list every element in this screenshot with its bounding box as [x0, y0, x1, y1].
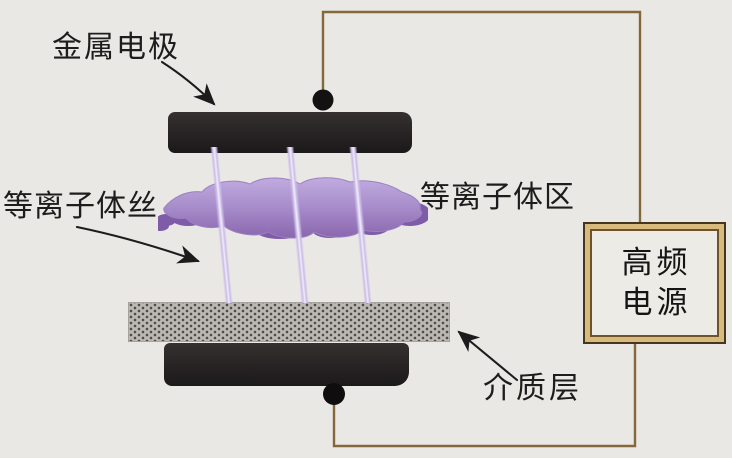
power-supply-label-line1: 高频	[621, 244, 692, 280]
bottom-terminal-dot	[323, 383, 345, 405]
dielectric-layer-arrow	[457, 330, 519, 382]
plasma-filament-arrow	[75, 225, 200, 264]
metal-electrode-label: 金属电极	[52, 31, 180, 64]
plasma-filament-label: 等离子体丝	[3, 190, 158, 223]
top-terminal-dot	[312, 89, 334, 111]
top-metal-electrode	[168, 112, 412, 153]
wire-bottom	[332, 339, 637, 448]
dielectric-layer-label: 介质层	[483, 372, 582, 405]
power-supply-box: 高频 电源	[585, 224, 724, 342]
dielectric-layer-bar	[128, 302, 450, 342]
bottom-metal-electrode	[164, 343, 409, 386]
metal-electrode-arrow	[160, 60, 216, 106]
power-supply-label-line2: 电源	[621, 285, 692, 320]
wire-top	[321, 10, 642, 225]
plasma-region-label: 等离子体区	[420, 181, 575, 214]
